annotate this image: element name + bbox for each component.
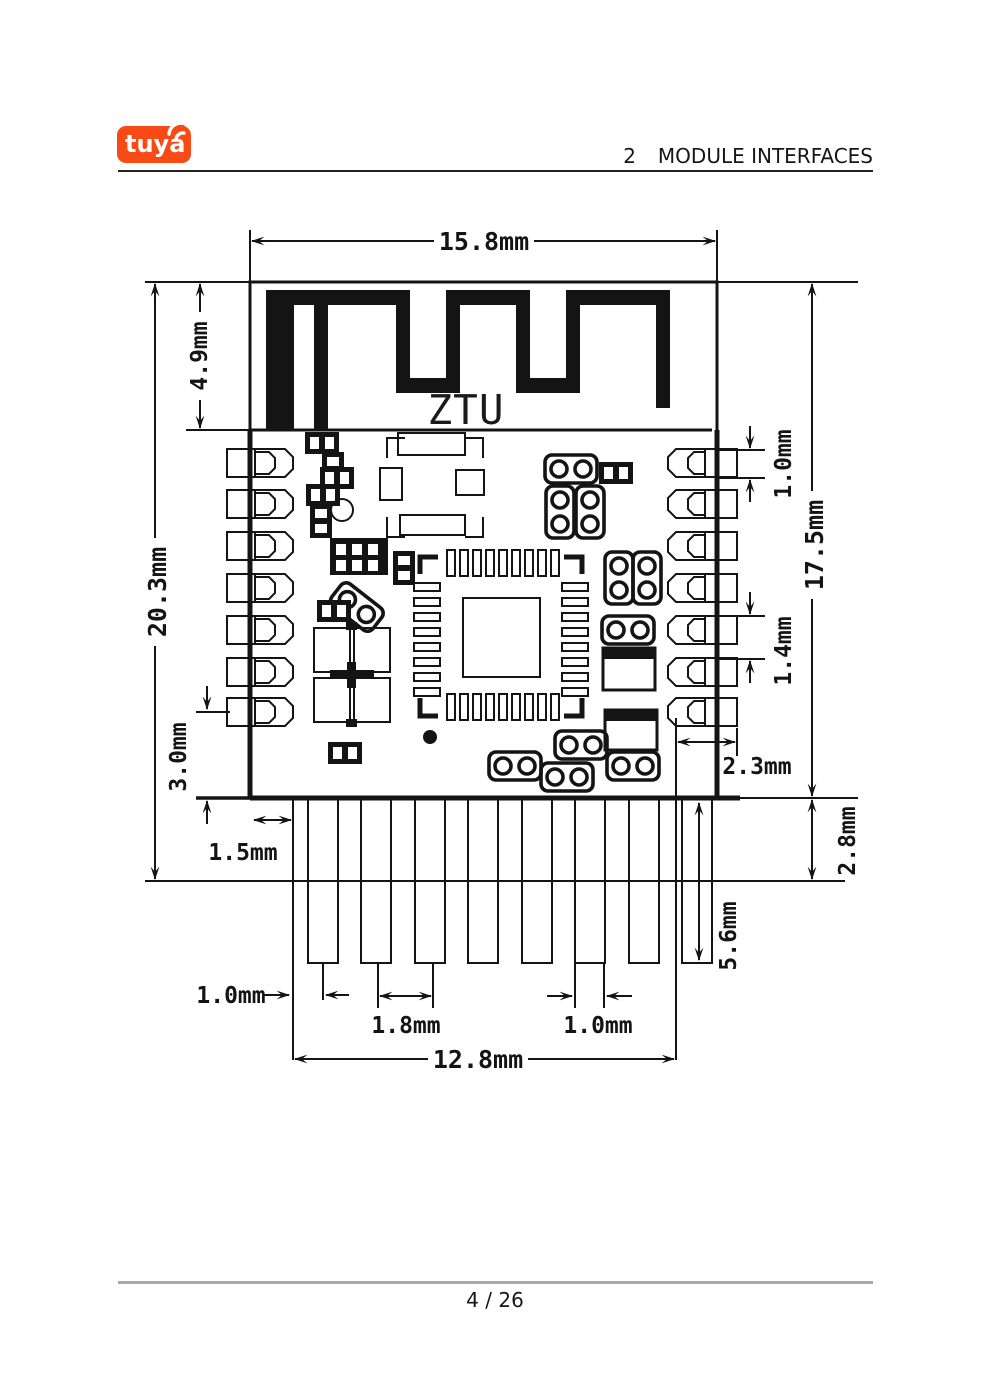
- pin1-dot: [423, 730, 437, 744]
- dim-body-height: 17.5mm: [800, 500, 829, 590]
- dim-bottom-width: 12.8mm: [433, 1045, 523, 1074]
- right-pin-column: [667, 448, 738, 727]
- wifi-arcs-icon: [167, 121, 186, 142]
- dim-pin-overhang: 2.8mm: [835, 806, 861, 875]
- dim-antenna-height: 4.9mm: [187, 321, 213, 390]
- dim-left-pad-offset: 3.0mm: [166, 722, 192, 791]
- shield-area: [379, 432, 485, 538]
- dim-top-width: 15.8mm: [439, 227, 529, 256]
- passive-components: [305, 432, 415, 764]
- right-component-cluster: [487, 453, 663, 793]
- left-pin-column: [226, 448, 294, 727]
- section-number: 2: [623, 144, 636, 168]
- dim-right-pad-width: 1.0mm: [771, 429, 797, 498]
- dim-bottom-pad-length: 5.6mm: [716, 901, 742, 970]
- dim-total-height: 20.3mm: [143, 547, 172, 637]
- antenna-trace: [266, 290, 670, 430]
- dim-bottom-left-offset: 1.5mm: [208, 840, 277, 866]
- footer-rule: [118, 1281, 873, 1284]
- dim-bottom-pad-pitch: 1.8mm: [371, 1013, 440, 1039]
- module-label: ZTU: [427, 386, 504, 434]
- section-heading: 2 MODULE INTERFACES: [623, 144, 873, 168]
- dim-corner-pad-width: 2.3mm: [722, 754, 791, 780]
- main-ic: [413, 549, 589, 744]
- dim-bottom-pad-width: 1.0mm: [563, 1013, 632, 1039]
- section-title: MODULE INTERFACES: [657, 144, 873, 168]
- tuya-logo-text: tuya: [125, 130, 186, 158]
- dimension-labels: 15.8mm 4.9mm 20.3mm 17.5mm 1.0mm 1.4mm 2…: [143, 227, 861, 1074]
- tuya-logo: tuya: [117, 121, 191, 163]
- header-rule: [118, 170, 873, 172]
- dim-bottom-pad-offset: 1.0mm: [196, 983, 265, 1009]
- dim-right-pad-pitch: 1.4mm: [771, 616, 797, 685]
- page-number: 4 / 26: [466, 1288, 524, 1312]
- crystal-component: [313, 622, 391, 727]
